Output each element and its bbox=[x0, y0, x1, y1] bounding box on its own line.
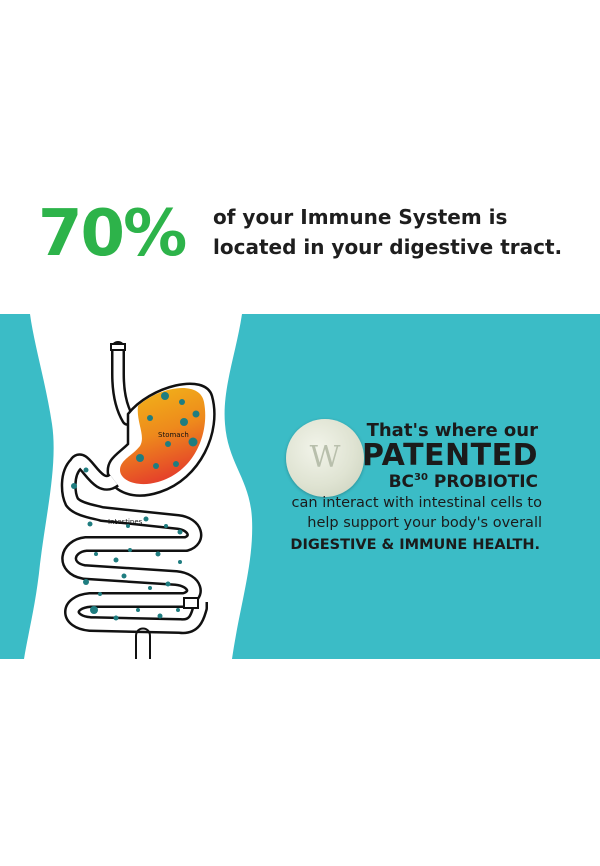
stomach-label: Stomach bbox=[158, 431, 189, 439]
copy-line-5: help support your body's overall bbox=[307, 515, 542, 531]
intestines-label: Intestines bbox=[108, 518, 143, 526]
body-silhouette-icon bbox=[0, 314, 253, 659]
headline-percent: 70% bbox=[38, 197, 187, 271]
probiotic-tablet-icon: W bbox=[286, 419, 364, 497]
info-panel: Stomach Intestines W That's where our PA… bbox=[0, 314, 600, 659]
headline-line-1: of your Immune System is bbox=[213, 205, 508, 229]
copy-line-1: That's where our bbox=[366, 420, 538, 441]
headline-text: of your Immune System is located in your… bbox=[213, 202, 562, 262]
copy-line-4: can interact with intestinal cells to bbox=[291, 495, 542, 511]
stomach-icon bbox=[106, 341, 216, 497]
probiotic-copy: That's where our PATENTED BC30 PROBIOTIC… bbox=[0, 314, 600, 659]
copy-line-3: BC30 PROBIOTIC bbox=[389, 472, 538, 492]
copy-line-3-suffix: PROBIOTIC bbox=[427, 472, 538, 492]
copy-line-3-prefix: BC bbox=[388, 472, 415, 492]
tablet-mark: W bbox=[309, 440, 341, 475]
copy-line-2: PATENTED bbox=[361, 438, 538, 473]
headline-line-2: located in your digestive tract. bbox=[213, 235, 563, 259]
copy-line-6: DIGESTIVE & IMMUNE HEALTH. bbox=[290, 537, 540, 553]
intestines-icon bbox=[60, 453, 208, 635]
copy-line-3-superscript: 30 bbox=[414, 472, 428, 483]
headline: 70% of your Immune System is located in … bbox=[38, 196, 578, 276]
